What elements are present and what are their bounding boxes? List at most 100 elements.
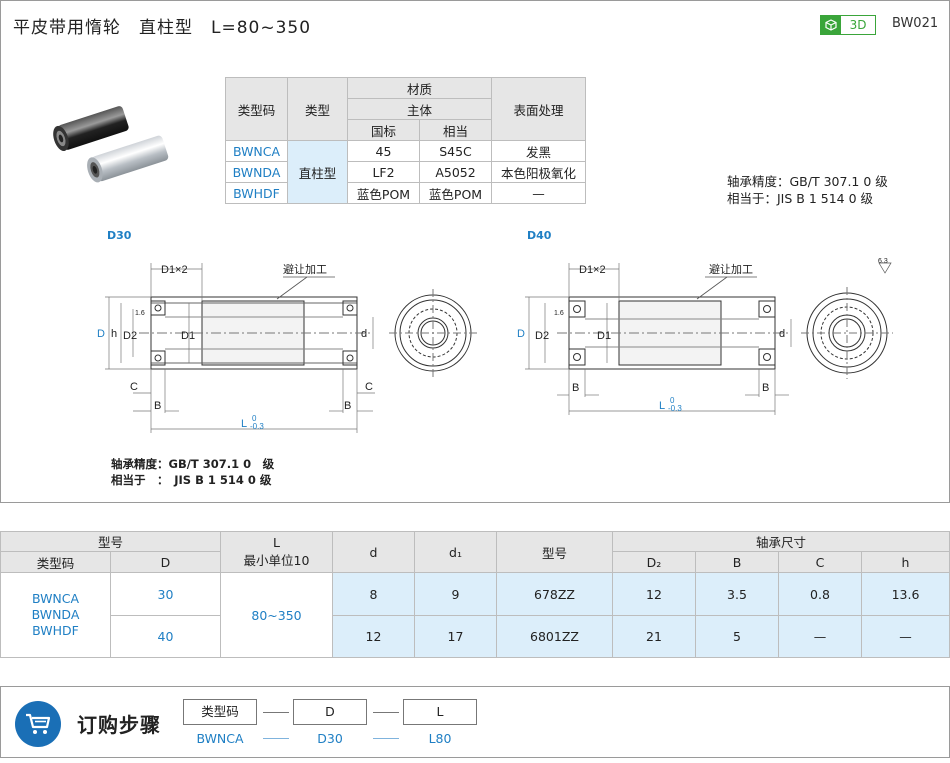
bearing-precision-note: 轴承精度：GB/T 307.1 0 级 相当于：JIS B 1 514 0 级 (727, 174, 888, 206)
th-type: 类型 (287, 77, 348, 141)
order-title: 订购步骤 (77, 713, 161, 737)
dim-D1: D1 (181, 330, 195, 342)
table-row: BWNDA LF2 A5052 本色阳极氧化 (225, 161, 586, 183)
C-cell: 0.8 (778, 572, 862, 616)
dim-d-d40: d (779, 328, 785, 340)
dim-D-d40: D (517, 328, 525, 340)
dim-D: D (97, 328, 105, 340)
relief-label: 避让加工 (283, 262, 327, 276)
D2-cell: 12 (612, 572, 696, 616)
dim-h: h (111, 328, 117, 340)
th-standard: 国标 (347, 119, 420, 141)
dim-B-right: B (344, 400, 351, 412)
h-cell: — (861, 615, 950, 658)
cart-icon (15, 701, 61, 747)
surface-cell: — (491, 182, 586, 204)
order-steps-panel: 订购步骤 类型码 D L BWNCA D30 L80 (0, 686, 950, 758)
d1-cell: 9 (414, 572, 497, 616)
technical-drawing: D1×2 避让加工 D h D2 D1 d C C B B L 0 -0.3 1… (97, 258, 893, 433)
C-cell: — (778, 615, 862, 658)
material-spec-table: 类型码 类型 材质 表面处理 主体 国标 相当 BWNCA 直柱型 45 S45… (225, 77, 586, 204)
cube-icon (821, 16, 841, 34)
example-L: L80 (428, 731, 452, 746)
L-range-cell: 80~350 (220, 572, 333, 658)
table-row: BWHDF 蓝色POM 蓝色POM — (225, 182, 586, 204)
th-bearing-size: 轴承尺寸 (612, 531, 950, 552)
page-title: 平皮带用惰轮 直柱型 L=80~350 (13, 18, 312, 38)
step-separator (263, 712, 289, 713)
dim-C-left: C (130, 381, 138, 393)
example-separator (263, 738, 289, 739)
3d-model-button[interactable]: 3D (820, 15, 876, 35)
type-code-cell[interactable]: BWNDA (225, 161, 288, 183)
equiv-cell: S45C (419, 140, 492, 162)
part-code: BW021 (892, 16, 939, 31)
th-B: B (695, 551, 779, 573)
bearing-precision-note-2: 轴承精度：GB/T 307.1 0 级 相当于 ： JIS B 1 514 0 … (111, 457, 275, 487)
product-photo (53, 106, 169, 183)
equiv-cell: A5052 (419, 161, 492, 183)
bearing-model-cell: 678ZZ (496, 572, 613, 616)
type-code-cell[interactable]: BWNCA (225, 140, 288, 162)
th-C: C (778, 551, 862, 573)
dim-D1-d40: D1 (597, 330, 611, 342)
D2-cell: 21 (612, 615, 696, 658)
th-surface: 表面处理 (491, 77, 586, 141)
tol-up: 0 (252, 414, 257, 423)
table-row: 40 12 17 6801ZZ 21 5 — — (1, 615, 950, 658)
tol-down: -0.3 (250, 422, 264, 431)
dim-L-d40: L (659, 400, 665, 412)
roughness-d40: 1.6 (554, 310, 564, 317)
type-code-cell[interactable]: BWHDF (225, 182, 288, 204)
tol-down-d40: -0.3 (668, 404, 682, 413)
dim-d1x2: D1×2 (161, 264, 188, 276)
D-cell[interactable]: 30 (110, 572, 221, 616)
step-D: D (293, 699, 367, 725)
dim-D2: D2 (123, 330, 137, 342)
roughness-general: 6.3 (878, 258, 888, 265)
th-D2: D₂ (612, 551, 696, 573)
table-row: BWNCA BWNDA BWHDF 30 80~350 8 9 678ZZ 12… (0, 572, 950, 658)
3d-label: 3D (849, 18, 867, 32)
th-type-code: 类型码 (225, 77, 288, 141)
th-model: 型号 (0, 531, 221, 552)
D-cell[interactable]: 40 (110, 615, 221, 658)
product-panel: 平皮带用惰轮 直柱型 L=80~350 3D BW021 (0, 0, 950, 503)
example-separator (373, 738, 399, 739)
example-D: D30 (317, 731, 343, 746)
d-cell: 8 (332, 572, 415, 616)
drawing-label-d40: D40 (527, 229, 552, 242)
th-bearing-model: 型号 (496, 531, 613, 573)
th-L: L 最小单位10 (220, 531, 333, 573)
d1-cell: 17 (414, 615, 497, 658)
B-cell: 3.5 (695, 572, 779, 616)
tol-up-d40: 0 (670, 396, 675, 405)
h-cell: 13.6 (861, 572, 950, 616)
dim-d: d (361, 328, 367, 340)
dim-B-left-d40: B (572, 382, 579, 394)
surface-cell: 本色阳极氧化 (491, 161, 586, 183)
roughness: 1.6 (135, 310, 145, 317)
th-equiv: 相当 (419, 119, 492, 141)
dim-B-right-d40: B (762, 382, 769, 394)
type-codes-cell: BWNCA BWNDA BWHDF (0, 572, 111, 658)
th-type-code: 类型码 (0, 551, 111, 573)
drawing-label-d30: D30 (107, 229, 132, 242)
dim-D2-d40: D2 (535, 330, 549, 342)
standard-cell: 蓝色POM (347, 182, 420, 204)
th-h: h (861, 551, 950, 573)
dim-C-right: C (365, 381, 373, 393)
step-separator (373, 712, 399, 713)
th-d1: d₁ (414, 531, 497, 573)
dim-B-left: B (154, 400, 161, 412)
th-body: 主体 (347, 98, 492, 120)
relief-label-d40: 避让加工 (709, 262, 753, 276)
B-cell: 5 (695, 615, 779, 658)
step-type-code: 类型码 (183, 699, 257, 725)
th-D: D (110, 551, 221, 573)
step-L: L (403, 699, 477, 725)
th-material: 材质 (347, 77, 492, 99)
dimension-table: 型号 L 最小单位10 d d₁ 型号 轴承尺寸 类型码 D D₂ B C h … (0, 531, 950, 658)
example-type-code: BWNCA (196, 731, 244, 746)
dim-L: L (241, 418, 247, 430)
